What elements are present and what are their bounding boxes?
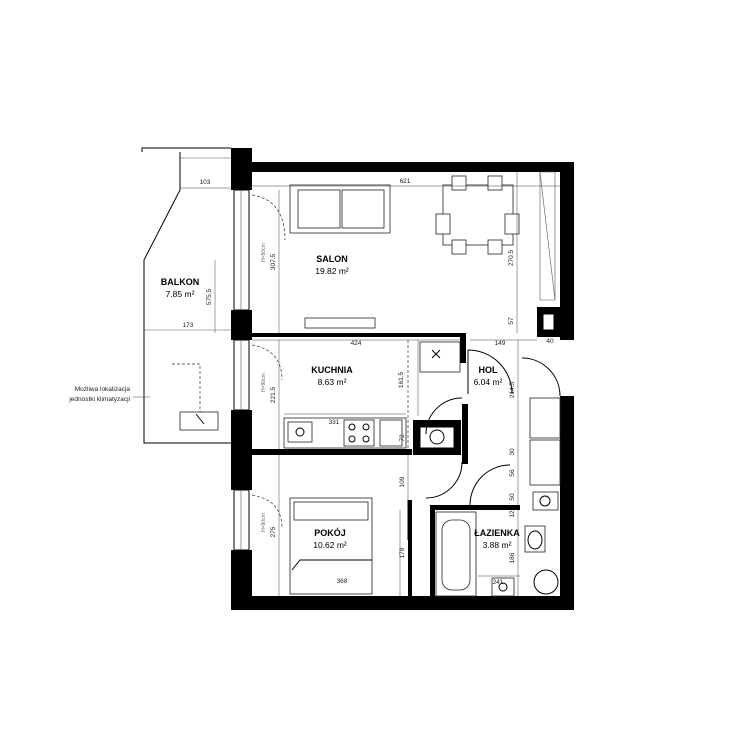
dim-331: 331	[329, 419, 340, 426]
dim-161-5: 161.5	[398, 371, 405, 388]
windows-left	[233, 189, 286, 551]
room-area-balkon: 7.85 m²	[166, 289, 195, 299]
window-label-kuchnia: H=90cm	[261, 373, 267, 392]
dim-186: 186	[509, 552, 516, 563]
dim-275: 275	[270, 526, 277, 537]
room-label-kuchnia: KUCHNIA 8.63 m²	[311, 365, 353, 387]
dim-30: 30	[509, 448, 516, 456]
room-area-hol: 6.04 m²	[474, 377, 503, 387]
dim-57: 57	[508, 317, 515, 325]
dim-72: 72	[399, 434, 406, 442]
window-height-labels: H=90cm H=90cm H=90cm	[261, 243, 267, 532]
dimension-labels: 103 621 307.5 270.5 575.5 173 424 149 40…	[183, 178, 554, 586]
dim-50: 50	[509, 493, 516, 501]
room-name-kuchnia: KUCHNIA	[311, 365, 353, 375]
room-label-pokoj: POKÓJ 10.62 m²	[313, 527, 347, 550]
dim-56: 56	[509, 469, 516, 477]
dim-214-5: 214.5	[509, 381, 516, 398]
window-label-pokoj: H=90cm	[261, 513, 267, 532]
note-line-1: Możliwa lokalizacja	[75, 386, 131, 393]
room-name-balkon: BALKON	[161, 277, 200, 287]
kitchen-furniture	[283, 340, 461, 449]
note-line-2: jednostki klimatyzacji	[68, 396, 130, 403]
dim-103: 103	[200, 179, 211, 186]
room-label-lazienka: ŁAZIENKA 3.88 m²	[474, 528, 520, 550]
exterior-walls	[231, 148, 574, 610]
dim-149: 149	[495, 340, 506, 347]
dim-109: 109	[399, 476, 406, 487]
room-area-pokoj: 10.62 m²	[313, 540, 347, 550]
dim-424: 424	[351, 340, 362, 347]
bathroom-fixtures	[435, 397, 561, 597]
dim-40: 40	[546, 338, 554, 345]
room-name-hol: HOL	[479, 365, 499, 375]
room-name-pokoj: POKÓJ	[314, 527, 346, 538]
room-name-lazienka: ŁAZIENKA	[474, 528, 520, 538]
bed	[289, 497, 373, 595]
dim-368: 368	[337, 578, 348, 585]
dim-270-5: 270.5	[508, 249, 515, 266]
room-label-hol: HOL 6.04 m²	[474, 365, 503, 387]
window-label-salon: H=90cm	[261, 243, 267, 262]
dim-12: 12	[509, 510, 516, 518]
dim-173: 173	[183, 322, 194, 329]
door-swings	[407, 349, 561, 540]
ac-unit-note: Możliwa lokalizacja jednostki klimatyzac…	[68, 386, 150, 403]
salon-furniture	[289, 171, 556, 329]
room-area-lazienka: 3.88 m²	[483, 540, 512, 550]
room-label-balkon: BALKON 7.85 m²	[161, 277, 200, 299]
dim-178: 178	[399, 547, 406, 558]
room-name-salon: SALON	[316, 254, 348, 264]
room-area-salon: 19.82 m²	[315, 266, 349, 276]
dim-241: 241	[493, 579, 504, 586]
balcony-outline	[141, 147, 231, 444]
dim-621: 621	[400, 178, 411, 185]
dim-221-5: 221.5	[270, 386, 277, 403]
interior-walls	[252, 307, 560, 596]
room-area-kuchnia: 8.63 m²	[318, 377, 347, 387]
room-label-salon: SALON 19.82 m²	[315, 254, 349, 276]
dimension-lines	[252, 172, 560, 596]
dim-575-5: 575.5	[206, 288, 213, 305]
dim-307-5: 307.5	[270, 253, 277, 270]
